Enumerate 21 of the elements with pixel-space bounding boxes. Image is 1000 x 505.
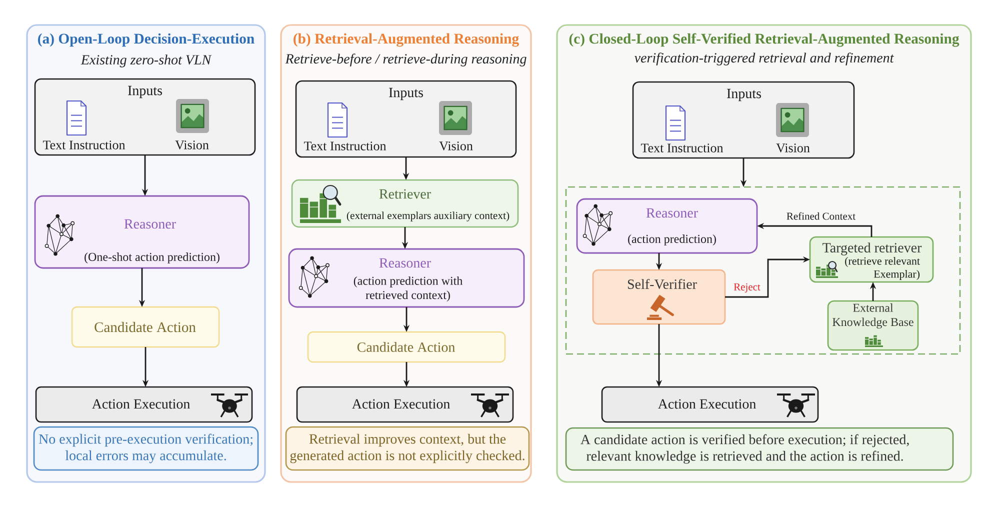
note-box: No explicit pre-execution verification; local errors may accumulate. [33, 426, 259, 471]
retriever-box: Targeted retriever (retrieve relevant Exemplar) [809, 236, 934, 283]
input-box: Inputs Text Instruction Vision [632, 81, 855, 159]
execution-box: Action Execution [601, 386, 819, 423]
input-box: Inputs Text Instruction Vision [295, 80, 517, 158]
input-box: Inputs Text Instruction Vision [34, 78, 256, 156]
verifier-box: Self-Verifier [592, 269, 726, 325]
knowledge-base-box: External Knowledge Base [827, 300, 919, 351]
execution-box: Action Execution [296, 386, 514, 423]
dashed-group-box [565, 186, 961, 355]
reasoner-box: Reasoner (action prediction with retrieved context) [288, 248, 525, 308]
candidate-box: Candidate Action [307, 331, 506, 363]
reasoner-box: Reasoner (One-shot action prediction) [34, 195, 250, 269]
note-box: A candidate action is verified before execution; if rejected, relevant knowledge is retrieved and the action is refined. [565, 427, 954, 471]
candidate-box: Candidate Action [71, 306, 220, 348]
execution-box: Action Execution [35, 386, 253, 423]
edge-label: Refined Context [785, 211, 857, 221]
reasoner-box: Reasoner (action prediction) [576, 198, 758, 254]
note-box: Retrieval improves context, but the generated action is not explicitly checked. [285, 426, 530, 471]
retriever-box: Retriever (external exemplars auxiliary context) [291, 179, 519, 228]
edge-label: Reject [732, 282, 762, 294]
